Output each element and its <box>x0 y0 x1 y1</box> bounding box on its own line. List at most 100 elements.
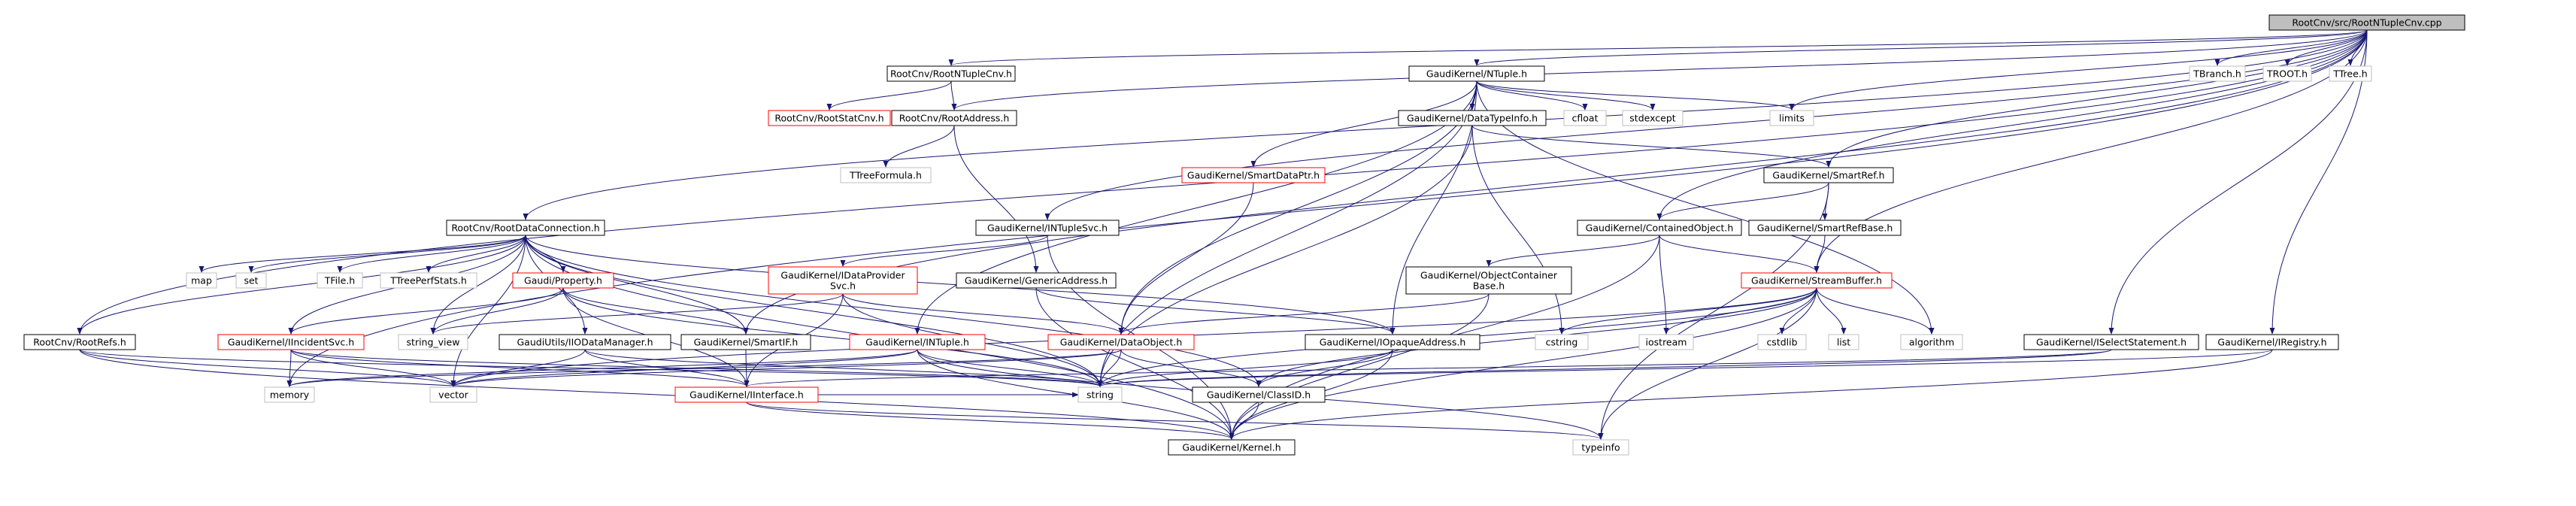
node-box <box>2205 334 2339 350</box>
node-box <box>975 220 1120 236</box>
node-intuplesvc[interactable]: GaudiKernel/INTupleSvc.h <box>975 220 1120 236</box>
node-label: GaudiKernel/ObjectContainer <box>1420 270 1558 281</box>
node-label: GaudiKernel/Kernel.h <box>1182 442 1280 453</box>
node-label: algorithm <box>1909 337 1954 348</box>
node-classid[interactable]: GaudiKernel/ClassID.h <box>1192 386 1326 403</box>
node-kernel[interactable]: GaudiKernel/Kernel.h <box>1168 439 1296 456</box>
node-dataobject[interactable]: GaudiKernel/DataObject.h <box>1047 334 1195 350</box>
node-label: memory <box>270 389 310 401</box>
node-box <box>1572 439 1629 456</box>
node-box <box>1638 334 1694 350</box>
node-label: set <box>244 275 258 286</box>
node-vector[interactable]: vector <box>429 386 477 403</box>
node-troot[interactable]: TROOT.h <box>2262 65 2312 82</box>
node-rootrefs[interactable]: RootCnv/RootRefs.h <box>23 334 136 350</box>
node-limits[interactable]: limits <box>1769 110 1814 126</box>
edge-root-to-intuplesvc <box>1044 29 2368 220</box>
node-datatypeinfo[interactable]: GaudiKernel/DataTypeInfo.h <box>1398 110 1547 126</box>
node-label: TTreePerfStats.h <box>389 275 467 286</box>
edge-gk_ntuple-to-intuple <box>914 80 1477 335</box>
node-ismartif[interactable]: GaudiKernel/SmartIF.h <box>680 334 811 350</box>
node-label: string <box>1086 389 1114 401</box>
node-label: GaudiKernel/DataTypeInfo.h <box>1407 113 1538 124</box>
node-ntuplecnv[interactable]: RootCnv/RootNTupleCnv.h <box>886 65 1016 82</box>
edge-iiodatamanager-to-vector <box>450 349 586 387</box>
node-list[interactable]: list <box>1828 334 1859 350</box>
node-containedobj[interactable]: GaudiKernel/ContainedObject.h <box>1577 220 1742 236</box>
node-smartref[interactable]: GaudiKernel/SmartRef.h <box>1763 167 1894 183</box>
node-string[interactable]: string <box>1077 386 1123 403</box>
node-set[interactable]: set <box>235 272 267 289</box>
node-genericaddress[interactable]: GaudiKernel/GenericAddress.h <box>956 272 1117 289</box>
node-label: GaudiKernel/IDataProvider <box>780 270 905 281</box>
node-tbranch[interactable]: TBranch.h <box>2189 65 2246 82</box>
edge-rootdataconn-to-string_view <box>430 235 526 335</box>
node-stdexcept[interactable]: stdexcept <box>1622 110 1683 126</box>
edge-containedobj-to-streambuffer <box>1659 235 1820 273</box>
edge-iopaqueaddress-to-classid <box>1256 349 1393 387</box>
node-smartrefbase[interactable]: GaudiKernel/SmartRefBase.h <box>1748 220 1902 236</box>
node-cstdlib[interactable]: cstdlib <box>1757 334 1807 350</box>
node-iinterface[interactable]: GaudiKernel/IInterface.h <box>674 386 819 403</box>
node-label: RootCnv/RootDataConnection.h <box>451 223 599 234</box>
node-label: GaudiKernel/NTuple.h <box>1426 68 1527 80</box>
node-box <box>1748 220 1902 236</box>
node-box <box>235 272 267 289</box>
node-iincidentsvc[interactable]: GaudiKernel/IIncidentSvc.h <box>217 334 365 350</box>
node-ttree[interactable]: TTree.h <box>2329 65 2372 82</box>
node-box <box>1535 334 1589 350</box>
node-iopaqueaddress[interactable]: GaudiKernel/IOpaqueAddress.h <box>1305 334 1480 350</box>
node-rootstatcnv[interactable]: RootCnv/RootStatCnv.h <box>768 110 891 126</box>
node-label: GaudiKernel/SmartIF.h <box>694 337 799 348</box>
node-label: GaudiKernel/IOpaqueAddress.h <box>1320 337 1466 348</box>
node-map[interactable]: map <box>186 272 217 289</box>
node-memory[interactable]: memory <box>264 386 315 403</box>
node-box <box>768 266 918 295</box>
node-label: GaudiKernel/DataObject.h <box>1060 337 1183 348</box>
edge-dataobject-to-classid <box>1120 349 1262 387</box>
node-smartdataptr[interactable]: GaudiKernel/SmartDataPtr.h <box>1181 167 1326 183</box>
node-box <box>1622 110 1683 126</box>
node-iostream[interactable]: iostream <box>1638 334 1694 350</box>
node-ttreeformula[interactable]: TTreeFormula.h <box>840 167 932 183</box>
edge-root-to-containedobj <box>1656 29 2368 220</box>
node-gk_ntuple[interactable]: GaudiKernel/NTuple.h <box>1408 65 1545 82</box>
edge-objcontainerbase-to-dataobject <box>1118 293 1490 335</box>
node-ttreeperfstats[interactable]: TTreePerfStats.h <box>380 272 477 289</box>
node-label: GaudiKernel/ContainedObject.h <box>1586 223 1734 234</box>
node-string_view[interactable]: string_view <box>398 334 468 350</box>
edge-iinterface-to-kernel <box>746 401 1235 440</box>
node-cfloat[interactable]: cfloat <box>1563 110 1607 126</box>
node-iiodatamanager[interactable]: GaudiUtils/IIODataManager.h <box>499 334 671 350</box>
node-label: GaudiKernel/IRegistry.h <box>2217 337 2326 348</box>
node-algorithm[interactable]: algorithm <box>1900 334 1963 350</box>
node-box <box>1398 110 1547 126</box>
node-rootdataconn[interactable]: RootCnv/RootDataConnection.h <box>446 220 605 236</box>
node-label: GaudiKernel/INTuple.h <box>865 337 969 348</box>
edge-root-to-iselectstatement <box>2108 29 2368 335</box>
edge-rootdataconn-to-ttreeperfstats <box>426 235 526 273</box>
edge-root-to-limits <box>1789 29 2368 111</box>
edge-containedobj-to-iostream <box>1659 235 1669 335</box>
edge-gaudiproperty-to-iincidentsvc <box>288 287 564 335</box>
node-rootaddress[interactable]: RootCnv/RootAddress.h <box>891 110 1017 126</box>
node-label: GaudiKernel/ISelectStatement.h <box>2036 337 2187 348</box>
node-gaudiproperty[interactable]: Gaudi/Property.h <box>512 272 614 289</box>
node-cstring[interactable]: cstring <box>1535 334 1589 350</box>
edge-intuple-to-memory <box>286 349 918 387</box>
node-iselectstatement[interactable]: GaudiKernel/ISelectStatement.h <box>2023 334 2199 350</box>
node-iregistry[interactable]: GaudiKernel/IRegistry.h <box>2205 334 2339 350</box>
edge-iincidentsvc-to-vector <box>290 349 456 387</box>
node-streambuffer[interactable]: GaudiKernel/StreamBuffer.h <box>1741 272 1893 289</box>
node-label: Svc.h <box>830 280 856 292</box>
node-tfile[interactable]: TFile.h <box>317 272 363 289</box>
node-typeinfo[interactable]: typeinfo <box>1572 439 1629 456</box>
node-box <box>1408 65 1545 82</box>
node-label: GaudiUtils/IIODataManager.h <box>517 337 653 348</box>
edge-iiodatamanager-to-iinterface <box>584 349 750 387</box>
node-label: stdexcept <box>1629 113 1675 124</box>
edge-iselectstatement-to-iinterface <box>744 349 2112 387</box>
node-intuple[interactable]: GaudiKernel/INTuple.h <box>849 334 986 350</box>
